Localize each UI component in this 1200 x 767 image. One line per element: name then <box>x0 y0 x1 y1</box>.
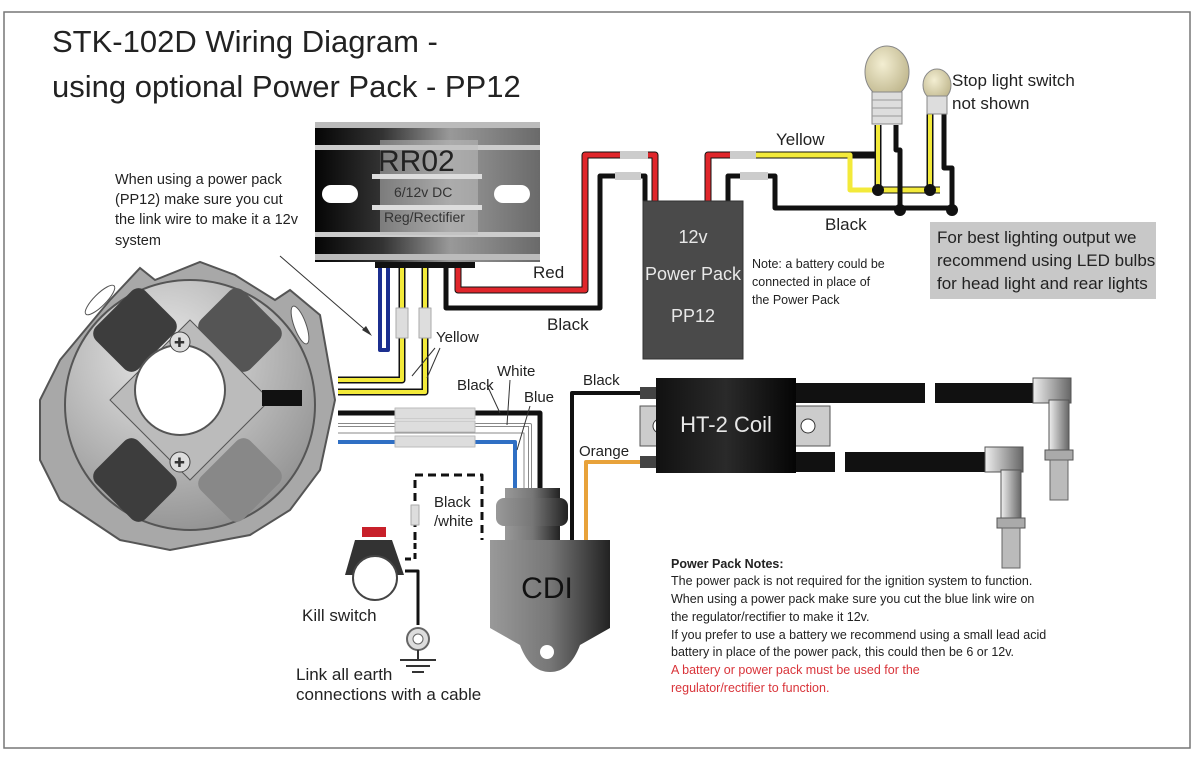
connector <box>740 172 768 180</box>
coil-name: HT-2 Coil <box>680 412 772 437</box>
svg-text:For best lighting output we: For best lighting output we <box>937 228 1136 247</box>
kill-switch-label: Kill switch <box>302 606 377 625</box>
svg-text:connections with a cable: connections with a cable <box>296 685 481 704</box>
svg-text:the link wire to make it a 12v: the link wire to make it a 12v <box>115 212 299 228</box>
stop-light-note: Stop light switch not shown <box>952 71 1075 113</box>
power-pack-voltage: 12v <box>678 227 707 247</box>
label-blue-stator: Blue <box>524 389 554 406</box>
earth-wire <box>405 569 420 625</box>
label-yellow-lights: Yellow <box>776 130 825 149</box>
connector <box>395 307 409 339</box>
svg-text:If you prefer to use a battery: If you prefer to use a battery we recomm… <box>671 628 1046 642</box>
title-line-2: using optional Power Pack - PP12 <box>52 69 521 104</box>
notes-warning-2: regulator/rectifier to function. <box>671 681 829 695</box>
regulator-name: RR02 <box>378 145 455 178</box>
svg-text:When using a power pack make s: When using a power pack make sure you cu… <box>671 592 1034 606</box>
power-pack: 12v Power Pack PP12 <box>642 200 744 360</box>
svg-text:not shown: not shown <box>952 94 1030 113</box>
cdi-unit: CDI <box>490 488 610 672</box>
svg-text:Stop light switch: Stop light switch <box>952 71 1075 90</box>
stator-plate: ✚ ✚ <box>39 260 337 552</box>
wires <box>338 112 1035 625</box>
power-pack-label: Power Pack <box>645 264 742 284</box>
connector <box>418 307 432 339</box>
connector <box>730 151 756 159</box>
black-wire-rr <box>443 173 648 311</box>
label-black-coil: Black <box>583 372 620 389</box>
svg-text:the Power Pack: the Power Pack <box>752 293 840 307</box>
yellow-wire-lights <box>755 152 940 193</box>
svg-text:Note: a battery could be: Note: a battery could be <box>752 257 885 271</box>
connector <box>394 407 476 420</box>
head-light-bulb <box>864 45 910 125</box>
spark-plug-2 <box>984 446 1026 569</box>
screw-icon: ✚ <box>174 455 185 470</box>
connector <box>410 504 420 526</box>
regulator-spec: 6/12v DC <box>394 184 452 200</box>
led-recommendation-box: For best lighting output we recommend us… <box>930 222 1156 299</box>
regulator-rectifier: RR02 6/12v DC Reg/Rectifier <box>315 122 540 268</box>
label-white-stator: White <box>497 363 535 380</box>
connector <box>394 435 476 448</box>
yellow-wire-2 <box>338 262 427 394</box>
kill-switch <box>345 527 404 601</box>
svg-text:(PP12) make sure you cut: (PP12) make sure you cut <box>115 192 283 208</box>
red-wire-pp <box>705 152 730 205</box>
wire-labels: Red Black Yellow Black Yellow Black Whit… <box>411 130 867 530</box>
label-yellow-stator: Yellow <box>436 329 479 346</box>
spark-plug-1 <box>1032 377 1074 501</box>
arrow-head-icon <box>362 326 372 336</box>
screw-icon: ✚ <box>174 335 185 350</box>
cdi-name: CDI <box>521 572 573 605</box>
svg-text:Link all earth: Link all earth <box>296 665 392 684</box>
black-wire-coil <box>570 391 645 540</box>
earth-note: Link all earth connections with a cable <box>296 665 481 704</box>
connector <box>620 151 648 159</box>
power-pack-notes: Power Pack Notes: The power pack is not … <box>671 557 1046 695</box>
black-wire-lights <box>725 173 948 211</box>
notes-warning-1: A battery or power pack must be used for… <box>671 663 920 677</box>
svg-text:battery in place of the power: battery in place of the power pack, this… <box>671 645 1014 659</box>
earth-ground-icon <box>400 627 436 673</box>
rear-light-bulb <box>922 68 952 115</box>
label-black-white-2: /white <box>434 513 473 530</box>
red-wire <box>455 152 658 293</box>
label-red: Red <box>533 263 564 282</box>
label-orange-coil: Orange <box>579 443 629 460</box>
link-wire <box>378 260 390 352</box>
regulator-type: Reg/Rectifier <box>384 209 465 225</box>
svg-text:When using a power pack: When using a power pack <box>115 172 283 188</box>
label-black-rr: Black <box>547 315 589 334</box>
label-black-white-1: Black <box>434 494 471 511</box>
svg-text:The power pack is not required: The power pack is not required for the i… <box>671 574 1032 588</box>
link-wire-note: When using a power pack (PP12) make sure… <box>115 172 299 249</box>
notes-heading: Power Pack Notes: <box>671 557 784 571</box>
label-black-stator: Black <box>457 377 494 394</box>
svg-text:for head light and rear lights: for head light and rear lights <box>937 274 1148 293</box>
power-pack-model: PP12 <box>671 306 715 326</box>
connector <box>615 172 641 180</box>
link-wire-pointer <box>279 255 371 335</box>
svg-text:system: system <box>115 233 161 249</box>
connector <box>394 420 476 433</box>
svg-text:connected in place of: connected in place of <box>752 275 871 289</box>
svg-text:recommend using LED bulbs: recommend using LED bulbs <box>937 251 1155 270</box>
orange-wire-coil <box>584 460 645 540</box>
svg-text:the regulator/rectifier to mak: the regulator/rectifier to make it 12v. <box>671 610 869 624</box>
label-black-lights: Black <box>825 215 867 234</box>
ht-coil: HT-2 Coil <box>639 378 831 473</box>
battery-note: Note: a battery could be connected in pl… <box>752 257 885 307</box>
title-line-1: STK-102D Wiring Diagram - <box>52 24 438 59</box>
yellow-wire-1 <box>338 262 404 382</box>
